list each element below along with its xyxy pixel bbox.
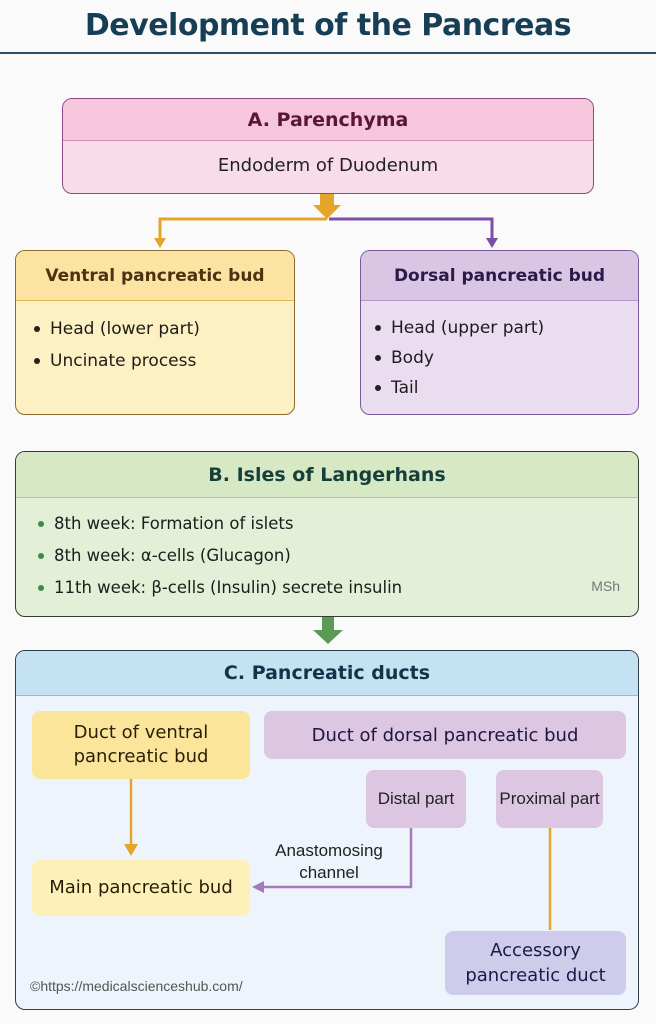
proximal-part-node: Proximal part	[496, 770, 603, 828]
dorsal-arrow-head	[486, 238, 498, 248]
list-item: 8th week: Formation of islets	[36, 508, 618, 540]
list-item: Uncinate process	[32, 345, 278, 377]
dorsal-bud-heading: Dorsal pancreatic bud	[361, 251, 638, 301]
parenchyma-box: A. Parenchyma Endoderm of Duodenum	[62, 98, 594, 194]
a-down-arrow-head	[313, 205, 341, 219]
b-to-c-arrow-head	[313, 630, 343, 644]
islets-heading: B. Isles of Langerhans	[16, 452, 638, 498]
copyright-text: ©https://medicalscienceshub.com/	[30, 978, 243, 994]
anastomosing-channel-label: Anastomosing channel	[275, 841, 383, 882]
ventral-connector	[158, 217, 327, 240]
islets-list: 8th week: Formation of islets 8th week: …	[16, 498, 638, 614]
ventral-bud-heading: Ventral pancreatic bud	[16, 251, 294, 301]
list-item: 11th week: β-cells (Insulin) secrete ins…	[36, 572, 618, 604]
islets-box: B. Isles of Langerhans 8th week: Formati…	[15, 451, 639, 617]
list-item: 8th week: α-cells (Glucagon)	[36, 540, 618, 572]
list-item: Tail	[373, 373, 626, 403]
ventral-duct-node: Duct of ventral pancreatic bud	[32, 711, 250, 779]
dorsal-connector	[329, 217, 494, 240]
main-duct-node: Main pancreatic bud	[32, 860, 250, 916]
list-item: Body	[373, 343, 626, 373]
ducts-box: C. Pancreatic ducts	[15, 650, 639, 1010]
parenchyma-origin: Endoderm of Duodenum	[217, 155, 439, 176]
distal-part-node: Distal part	[366, 770, 466, 828]
a-down-arrow-stem	[320, 194, 334, 206]
dorsal-duct-node: Duct of dorsal pancreatic bud	[264, 711, 626, 759]
dorsal-bud-list: Head (upper part) Body Tail	[361, 301, 638, 414]
ventral-arrow-head	[154, 238, 166, 248]
ventral-bud-box: Ventral pancreatic bud Head (lower part)…	[15, 250, 295, 415]
b-to-c-arrow-stem	[322, 617, 334, 631]
accessory-duct-node: Accessory pancreatic duct	[445, 931, 626, 995]
signature: MSh	[591, 578, 620, 594]
list-item: Head (upper part)	[373, 313, 626, 343]
page-title: Development of the Pancreas	[84, 8, 572, 43]
dorsal-bud-box: Dorsal pancreatic bud Head (upper part) …	[360, 250, 639, 415]
title-divider	[0, 52, 656, 54]
ventral-bud-list: Head (lower part) Uncinate process	[16, 301, 294, 389]
list-item: Head (lower part)	[32, 313, 278, 345]
ducts-heading: C. Pancreatic ducts	[16, 651, 638, 696]
parenchyma-heading: A. Parenchyma	[63, 99, 593, 141]
